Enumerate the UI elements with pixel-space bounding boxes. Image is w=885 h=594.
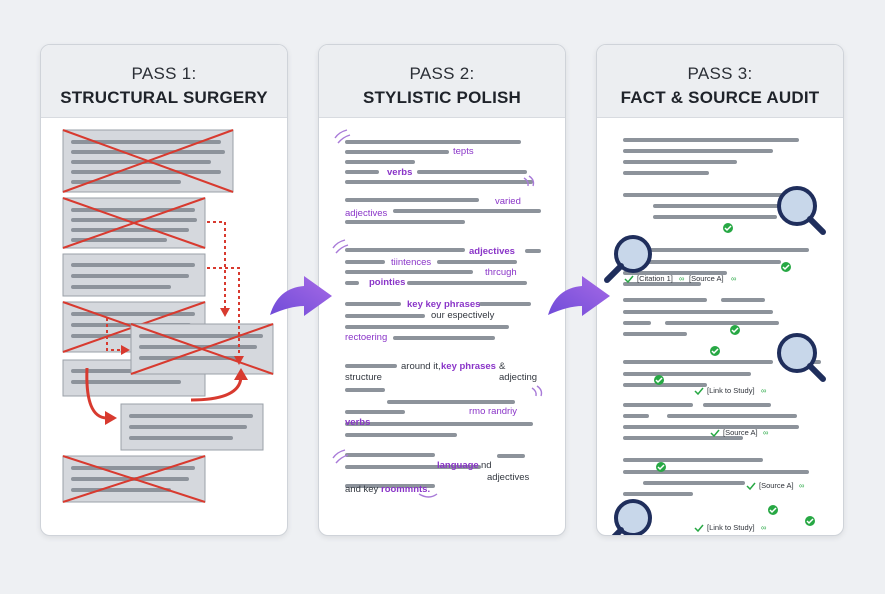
polish-word-4: adjectives [345,208,387,219]
deleted-block-2 [62,197,206,249]
polish-word-19: language [437,460,479,471]
citation-4-text: [Source A] [723,428,758,437]
polish-word-20: nd [481,460,492,471]
polish-word-15: adjecting [499,372,537,383]
citation-5-row: [Source A] ∞ [746,481,804,491]
polish-word-1: tepts [453,146,474,157]
verified-check-icons [654,223,815,526]
polish-word-5: adjectives [469,246,515,257]
pass-2-title: STYLISTIC POLISH [362,88,522,107]
polish-word-23: roommnts. [381,484,430,495]
stylistic-polish-illustration: tepts verbs varied adjectives adjectives… [319,118,565,535]
svg-text:∞: ∞ [731,274,736,283]
structural-surgery-illustration [41,118,287,535]
audit-text-lines [623,138,821,496]
fact-audit-illustration: [Citation 1] ∞ [Source A] ∞ [Link to Stu… [597,118,843,535]
move-arrows [85,221,248,425]
polish-word-12: around it, [401,361,441,372]
polish-word-17: rmo randriy [469,406,517,417]
pass-2-panel: PASS 2: STYLISTIC POLISH [318,44,566,536]
kept-block [62,253,206,297]
relocated-block [120,403,264,451]
polish-word-16: structure [345,372,382,383]
fact-audit-graphic: [Citation 1] ∞ [Source A] ∞ [Link to Stu… [604,138,826,535]
svg-text:∞: ∞ [799,481,804,490]
pass-3-header: PASS 3: FACT & SOURCE AUDIT [597,45,843,118]
pass-3-panel: PASS 3: FACT & SOURCE AUDIT [596,44,844,536]
polish-word-21: adjectives [487,472,529,483]
svg-text:∞: ∞ [763,428,768,437]
polish-word-6: tiintences [391,257,431,268]
polish-word-2: verbs [387,167,412,178]
deleted-block-top [62,129,234,193]
polish-word-14: & [499,361,506,372]
citation-6-text: [Link to Study] [707,523,755,532]
citation-1-text: [Citation 1] [637,274,673,283]
svg-text:∞: ∞ [761,386,766,395]
pass-3-label: PASS 3: [687,64,753,83]
arrow-pass1-to-pass2 [270,276,332,316]
pass-3-title: FACT & SOURCE AUDIT [620,88,820,107]
svg-text:∞: ∞ [679,274,684,283]
citation-5-text: [Source A] [759,481,794,490]
polish-word-7: thrcugh [485,267,517,278]
citation-1-row: [Citation 1] ∞ [Source A] ∞ [624,274,736,284]
pass-1-panel: PASS 1: STRUCTURAL SURGERY [40,44,288,536]
polish-word-9: key key phrases [407,299,480,310]
polish-word-18: verbs [345,417,370,428]
magnifier-icon [604,235,652,283]
polish-word-8: pointies [369,277,405,288]
deleted-block-bottom [62,455,206,503]
structural-surgery-graphic [62,129,274,503]
citation-6-row: [Link to Study] ∞ [694,523,766,533]
sparkle-marks [332,129,543,498]
pass-2-header: PASS 2: STYLISTIC POLISH [319,45,565,118]
stylistic-polish-graphic: tepts verbs varied adjectives adjectives… [332,129,543,498]
pass-1-label: PASS 1: [131,64,197,83]
citation-4-row: [Source A] ∞ [710,428,768,438]
pass-1-header: PASS 1: STRUCTURAL SURGERY [41,45,287,118]
svg-text:∞: ∞ [761,523,766,532]
polish-word-10: our espectively [431,310,495,321]
polish-word-3: varied [495,196,521,207]
pass-2-label: PASS 2: [409,64,475,83]
polish-word-13: key phrases [441,361,496,372]
polish-word-11: rectoering [345,332,387,343]
text-line-placeholders [345,140,541,488]
citation-3-text: [Link to Study] [707,386,755,395]
moved-block-deleted [130,323,274,375]
citation-2-text: [Source A] [689,274,724,283]
citation-3-row: [Link to Study] ∞ [694,386,766,396]
arrow-pass2-to-pass3 [548,276,610,316]
magnifier-icon [777,186,826,235]
magnifier-icon [611,499,652,535]
pass-1-title: STRUCTURAL SURGERY [60,88,268,107]
polish-word-22: and key [345,484,379,495]
magnifier-icon [777,333,826,382]
